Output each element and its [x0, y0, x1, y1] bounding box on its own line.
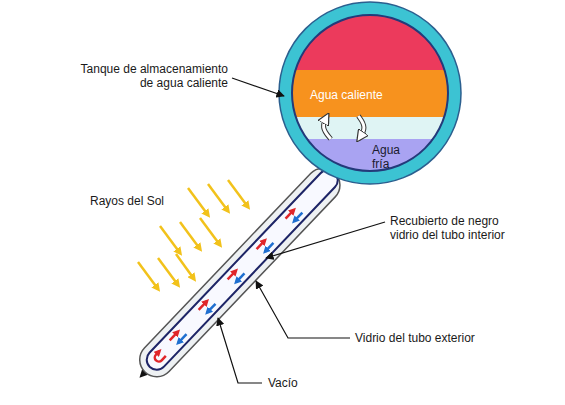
mixing-band — [280, 117, 470, 139]
flow-arrows — [257, 237, 274, 254]
flow-arrows — [286, 207, 303, 224]
arrow-body — [358, 116, 364, 139]
arrow-outline — [358, 116, 364, 139]
band-label: Agua caliente — [310, 88, 452, 102]
cold-water-band — [280, 139, 470, 199]
circulation-arrow — [358, 116, 364, 139]
band-label: Agua fría — [372, 143, 412, 171]
arrow-outline — [324, 116, 331, 139]
flow-arrows — [170, 329, 187, 346]
flow-turn-arrow — [153, 350, 166, 363]
callout-label: Vidrio del tubo exterior — [355, 331, 475, 345]
circulation-arrow — [324, 116, 331, 139]
flow-arrows — [228, 268, 245, 285]
hot-water-band: Agua caliente — [296, 72, 452, 116]
outer-glass — [133, 161, 347, 384]
inner-tube — [143, 166, 342, 374]
callout-label: Recubierto de negro vidrio del tubo inte… — [390, 214, 515, 242]
flow-arrows — [199, 298, 216, 315]
hot-water-band — [280, 70, 470, 117]
arrow-body — [324, 116, 331, 139]
storage-tank — [279, 0, 470, 199]
callout-label: Rayos del Sol — [90, 194, 164, 208]
cold-water-band: Agua fría — [300, 139, 440, 175]
callout-label: Vacío — [268, 376, 298, 390]
callout-label: Tanque de almacenamiento de agua calient… — [70, 62, 228, 90]
